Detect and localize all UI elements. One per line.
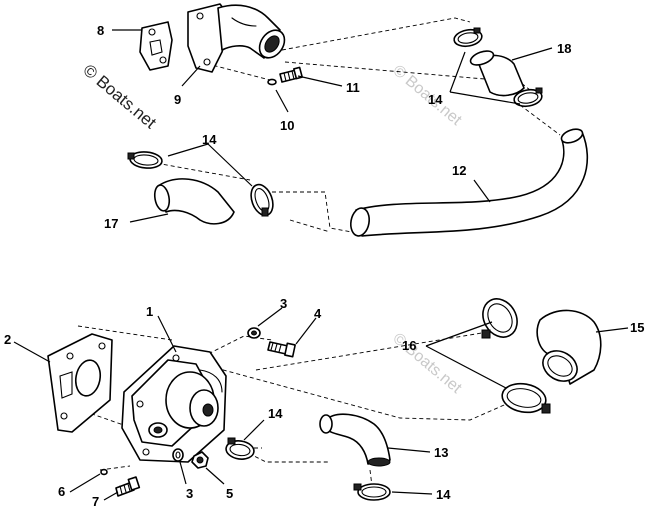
callout-10: 10 xyxy=(280,118,294,133)
callout-5: 5 xyxy=(226,486,233,501)
callout-3-a: 3 xyxy=(280,296,287,311)
part-9-elbow-housing xyxy=(187,3,286,73)
callout-16: 16 xyxy=(402,338,416,353)
part-17-bent-hose xyxy=(153,178,235,225)
callout-15: 15 xyxy=(630,320,644,335)
callout-8: 8 xyxy=(97,23,104,38)
lower-callouts: 1 2 3 4 14 16 15 13 14 3 5 6 7 xyxy=(4,296,644,509)
part-14-clamp-upper-b xyxy=(513,87,543,108)
callout-9: 9 xyxy=(174,92,181,107)
watermark-faint-2: © Boats.net xyxy=(389,330,465,397)
part-16-clamp-lower xyxy=(501,382,551,414)
part-1-pump-housing xyxy=(121,345,227,463)
callout-7: 7 xyxy=(92,494,99,509)
part-14-clamp-lower-b xyxy=(353,483,391,501)
callout-14-c: 14 xyxy=(268,406,283,421)
part-18-hose xyxy=(469,50,525,97)
upper-leader-lines xyxy=(112,29,553,223)
callout-12: 12 xyxy=(452,163,466,178)
callout-14-d: 14 xyxy=(436,487,451,502)
part-5-nut xyxy=(191,451,209,469)
part-3-washer-upper xyxy=(247,327,261,339)
callout-4: 4 xyxy=(314,306,322,321)
callout-6: 6 xyxy=(58,484,65,499)
part-4-bolt xyxy=(267,341,296,358)
callout-1: 1 xyxy=(146,304,153,319)
callout-11: 11 xyxy=(346,80,360,95)
part-14-clamp-upper-a xyxy=(453,27,483,48)
part-14-clamp-lower-a xyxy=(225,437,255,460)
part-2-gasket xyxy=(47,333,113,433)
part-16-clamp-upper xyxy=(481,298,518,339)
callout-3-b: 3 xyxy=(186,486,193,501)
upper-dashed-lines xyxy=(149,17,561,233)
callout-13: 13 xyxy=(434,445,448,460)
callout-14-b: 14 xyxy=(202,132,217,147)
part-14-clamp-upper-c xyxy=(127,151,163,169)
callout-17: 17 xyxy=(104,216,118,231)
upper-callouts: 8 9 10 11 18 14 12 14 17 xyxy=(97,23,571,231)
part-15-elbow-hose xyxy=(536,309,602,385)
callout-18: 18 xyxy=(557,41,571,56)
lower-leader-lines xyxy=(13,307,629,501)
callout-14-a: 14 xyxy=(428,92,443,107)
part-6-washer xyxy=(100,468,108,476)
part-12-long-hose xyxy=(350,128,589,237)
watermark-main: © Boats.net xyxy=(79,61,160,133)
callout-2: 2 xyxy=(4,332,11,347)
part-10-washer xyxy=(267,78,277,86)
part-11-bolt xyxy=(279,66,303,83)
part-14-clamp-upper-d xyxy=(250,183,274,217)
part-8-gasket xyxy=(139,21,173,71)
part-13-bent-hose xyxy=(319,413,391,467)
part-3-washer-lower xyxy=(172,448,184,462)
part-7-bolt xyxy=(115,476,141,497)
